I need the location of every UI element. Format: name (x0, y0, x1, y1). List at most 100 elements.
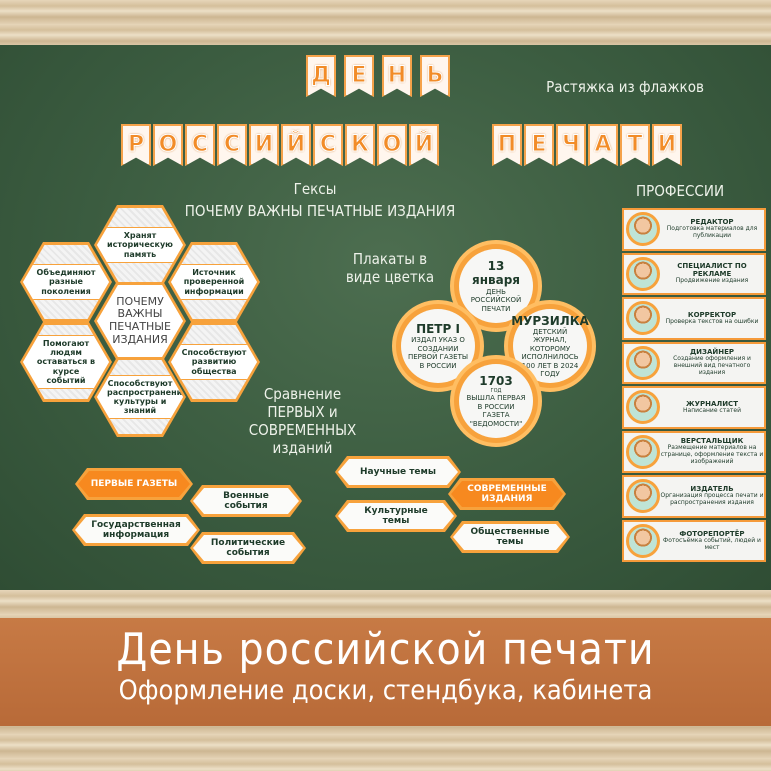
flag-letter: Т (627, 132, 643, 158)
hex-card: Помогают людям оставаться в курсе событи… (20, 322, 112, 402)
tag-text: Общественные темы (453, 524, 567, 550)
hex-text: Способствуют распространению культуры и … (97, 374, 183, 420)
flag-letter: Р (127, 132, 145, 158)
wood-top (0, 0, 771, 45)
avatar (626, 345, 660, 380)
profession-title: РЕДАКТОР (690, 218, 734, 227)
bunting-flag: Ч (556, 124, 586, 166)
flag-letter: Й (414, 132, 434, 158)
bunting-flag: О (377, 124, 407, 166)
banner-subtitle: Оформление доски, стендбука, кабинета (118, 675, 653, 706)
hex-center: ПОЧЕМУ ВАЖНЫ ПЕЧАТНЫЕ ИЗДАНИЯ (94, 281, 186, 361)
hexes-subtitle: ПОЧЕМУ ВАЖНЫ ПЕЧАТНЫЕ ИЗДАНИЯ (184, 202, 456, 220)
petal-title: ПЕТР I (416, 322, 460, 337)
profession-title: ФОТОРЕПОРТЁР (679, 529, 745, 538)
flag-letter: И (657, 132, 677, 158)
avatar (626, 479, 660, 514)
bunting-flag: Р (121, 124, 151, 166)
professions-label: ПРОФЕССИИ (635, 182, 725, 200)
flag-letter: Д (311, 63, 332, 89)
profession-desc: Размещение материалов на странице, оформ… (660, 444, 764, 466)
tag-text: Политические события (193, 535, 303, 561)
flag-letter: С (223, 132, 241, 158)
tag-text: Научные темы (338, 459, 458, 485)
hex-center-text: ПОЧЕМУ ВАЖНЫ ПЕЧАТНЫЕ ИЗДАНИЯ (97, 292, 183, 350)
profession-title: ВЕРСТАЛЬЩИК (680, 437, 744, 446)
petal-text: ВЫШЛА ПЕРВАЯ В РОССИИ ГАЗЕТА "ВЕДОМОСТИ" (466, 394, 526, 428)
profession-desc: Продвижение издания (675, 277, 749, 285)
flag-letter: Ь (426, 63, 444, 89)
hex-text: Источник проверенной информации (171, 264, 257, 300)
comparison-tag: СОВРЕМЕННЫЕ ИЗДАНИЯ (448, 478, 566, 510)
flag-letter: О (158, 132, 178, 158)
hex-card: Хранят историческую память (94, 205, 186, 285)
comparison-tag: Государственная информация (72, 514, 200, 546)
profession-title: ЖУРНАЛИСТ (686, 399, 738, 408)
tag-text: СОВРЕМЕННЫЕ ИЗДАНИЯ (451, 481, 563, 507)
flag-letter: Ч (562, 132, 581, 158)
comparison-tag: Политические события (190, 532, 306, 564)
avatar (626, 523, 660, 558)
petal-text: ДЕНЬ РОССИЙСКОЙ ПЕЧАТИ (470, 287, 522, 313)
comparison-tag: Общественные темы (450, 521, 570, 553)
hex-text: Хранят историческую память (97, 227, 183, 263)
avatar (626, 256, 660, 291)
hex-text: Объединяют разные поколения (23, 264, 109, 300)
avatar (626, 390, 660, 425)
title-banner: День российской печати Оформление доски,… (0, 618, 771, 726)
petal-title: 13 января (472, 259, 520, 288)
tag-text: Военные события (193, 488, 299, 514)
flag-letter: С (191, 132, 209, 158)
bunting-flag: И (249, 124, 279, 166)
flag-letter: Е (531, 132, 547, 158)
hex-card: Способствуют распространению культуры и … (94, 357, 186, 437)
profession-desc: Фотосъёмка событий, людей и мест (663, 536, 761, 551)
hex-card: Способствуют развитию общества (168, 322, 260, 402)
profession-desc: Организация процесса печати и распростра… (660, 492, 764, 507)
comparison-tag: Культурные темы (335, 500, 457, 532)
petal-text: ДЕТСКИЙ ЖУРНАЛ, КОТОРОМУ ИСПОЛНИЛОСЬ 100… (521, 328, 579, 378)
profession-desc: Создание оформления и внешний вид печатн… (673, 355, 751, 377)
comparison-tag: Научные темы (335, 456, 461, 488)
profession-desc: Написание статей (683, 406, 741, 414)
banner-title: День российской печати (116, 624, 655, 675)
bunting-flag: И (652, 124, 682, 166)
avatar (626, 434, 660, 469)
avatar (626, 212, 660, 247)
profession-desc: Проверка текстов на ошибки (665, 317, 759, 325)
flower-label: Плакаты в виде цветка (345, 250, 435, 286)
petal-sub: ГОД (490, 388, 502, 395)
hex-text: Помогают людям оставаться в курсе событи… (23, 335, 109, 389)
profession-title: КОРРЕКТОР (687, 310, 737, 319)
profession-title: ДИЗАЙНЕР (689, 348, 735, 357)
bunting-flag: Ь (420, 55, 450, 97)
hex-text: Способствуют развитию общества (171, 344, 257, 380)
profession-desc: Подготовка материалов для публикации (666, 225, 758, 240)
flag-letter: Е (351, 63, 367, 89)
flag-letter: С (319, 132, 337, 158)
petal-title: МУРЗИЛКА (511, 313, 589, 328)
hexes-label: Гексы (293, 180, 337, 198)
avatar (626, 301, 660, 336)
bunting-label: Растяжка из флажков (546, 78, 704, 96)
comparison-tag: ПЕРВЫЕ ГАЗЕТЫ (75, 468, 193, 500)
flag-letter: П (497, 132, 517, 158)
profession-title: ИЗДАТЕЛЬ (690, 485, 734, 494)
petal-title: 1703 (479, 374, 513, 389)
petal-text: ИЗДАЛ УКАЗ О СОЗДАНИИ ПЕРВОЙ ГАЗЕТЫ В РО… (407, 336, 469, 370)
tag-text: Государственная информация (75, 517, 197, 543)
flag-letter: А (594, 132, 612, 158)
flag-letter: И (254, 132, 274, 158)
comparison-tag: Военные события (190, 485, 302, 517)
bunting-flag: С (217, 124, 247, 166)
